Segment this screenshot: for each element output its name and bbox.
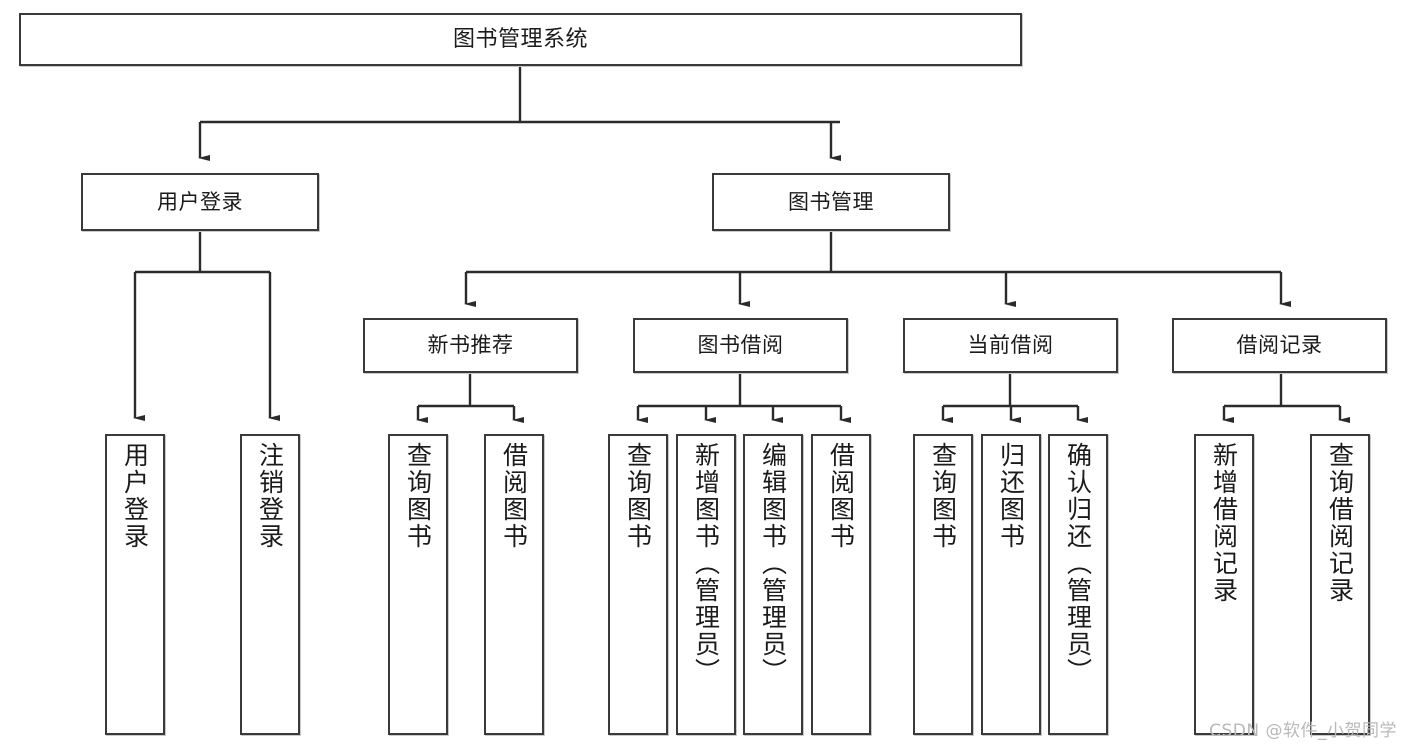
node-borrow-record[interactable]: 借阅记录 <box>1172 318 1387 373</box>
node-leaf-query-book-3-label: 查询图书 <box>928 442 958 550</box>
node-current-borrow[interactable]: 当前借阅 <box>903 318 1118 373</box>
node-leaf-add-borrow-record[interactable]: 新增借阅记录 <box>1194 434 1254 735</box>
node-leaf-user-login[interactable]: 用户登录 <box>105 434 165 735</box>
node-leaf-add-book-admin-label: 新增图书（管理员） <box>691 442 721 685</box>
watermark: CSDN @软件_小贺同学 <box>1209 721 1397 741</box>
node-current-borrow-label: 当前借阅 <box>967 333 1054 358</box>
node-leaf-query-book-2[interactable]: 查询图书 <box>608 434 668 735</box>
node-leaf-query-book-1[interactable]: 查询图书 <box>388 434 448 735</box>
node-leaf-borrow-book-2[interactable]: 借阅图书 <box>811 434 871 735</box>
node-leaf-query-borrow-record-label: 查询借阅记录 <box>1325 442 1355 604</box>
node-book-management[interactable]: 图书管理 <box>712 173 950 231</box>
node-leaf-logout[interactable]: 注销登录 <box>240 434 300 735</box>
node-leaf-confirm-return-admin-label: 确认归还（管理员） <box>1063 442 1093 685</box>
node-leaf-add-borrow-record-label: 新增借阅记录 <box>1209 442 1239 604</box>
node-user-login-label: 用户登录 <box>157 189 243 214</box>
node-borrow-record-label: 借阅记录 <box>1236 333 1323 358</box>
node-root-label: 图书管理系统 <box>452 26 588 52</box>
node-book-borrow[interactable]: 图书借阅 <box>633 318 848 373</box>
node-leaf-add-book-admin[interactable]: 新增图书（管理员） <box>676 434 736 735</box>
node-leaf-return-book-label: 归还图书 <box>996 442 1026 550</box>
node-leaf-query-book-3[interactable]: 查询图书 <box>913 434 973 735</box>
node-leaf-borrow-book-1-label: 借阅图书 <box>499 442 529 550</box>
node-leaf-edit-book-admin-label: 编辑图书（管理员） <box>758 442 788 685</box>
node-leaf-query-borrow-record[interactable]: 查询借阅记录 <box>1310 434 1370 735</box>
node-root[interactable]: 图书管理系统 <box>19 13 1022 66</box>
node-leaf-query-book-1-label: 查询图书 <box>403 442 433 550</box>
node-leaf-confirm-return-admin[interactable]: 确认归还（管理员） <box>1048 434 1108 735</box>
node-leaf-user-login-label: 用户登录 <box>120 442 150 550</box>
node-book-borrow-label: 图书借阅 <box>697 333 784 358</box>
node-leaf-return-book[interactable]: 归还图书 <box>981 434 1041 735</box>
node-leaf-query-book-2-label: 查询图书 <box>623 442 653 550</box>
node-user-login[interactable]: 用户登录 <box>81 173 319 231</box>
node-leaf-borrow-book-2-label: 借阅图书 <box>826 442 856 550</box>
node-leaf-logout-label: 注销登录 <box>255 442 285 550</box>
node-book-management-label: 图书管理 <box>788 189 874 214</box>
node-new-book-recommend-label: 新书推荐 <box>427 333 514 358</box>
node-new-book-recommend[interactable]: 新书推荐 <box>363 318 578 373</box>
node-leaf-edit-book-admin[interactable]: 编辑图书（管理员） <box>743 434 803 735</box>
node-leaf-borrow-book-1[interactable]: 借阅图书 <box>484 434 544 735</box>
